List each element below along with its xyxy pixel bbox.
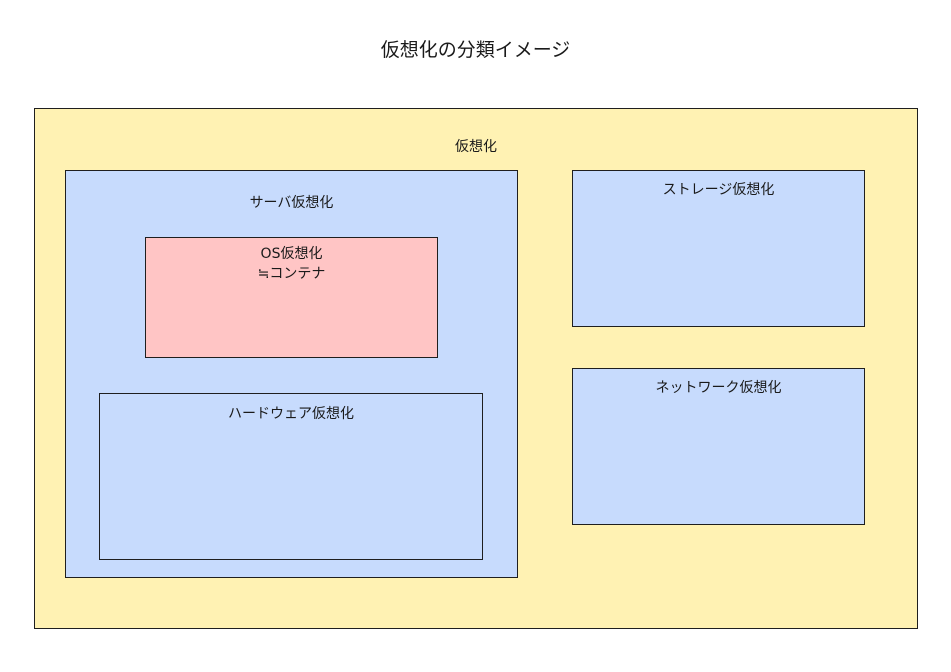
server-virtualization-label: サーバ仮想化 bbox=[249, 195, 334, 211]
storage-virtualization-label: ストレージ仮想化 bbox=[662, 182, 775, 198]
os-virtualization-box: OS仮想化 ≒コンテナ bbox=[145, 237, 438, 358]
diagram-title: 仮想化の分類イメージ bbox=[380, 39, 571, 61]
storage-virtualization-box: ストレージ仮想化 bbox=[572, 170, 865, 327]
network-virtualization-box: ネットワーク仮想化 bbox=[572, 368, 865, 525]
hardware-virtualization-box: ハードウェア仮想化 bbox=[99, 393, 483, 560]
network-virtualization-label: ネットワーク仮想化 bbox=[655, 380, 782, 396]
hardware-virtualization-label: ハードウェア仮想化 bbox=[228, 406, 354, 422]
virtualization-label: 仮想化 bbox=[455, 139, 497, 155]
os-virtualization-label: OS仮想化 ≒コンテナ bbox=[257, 246, 326, 282]
